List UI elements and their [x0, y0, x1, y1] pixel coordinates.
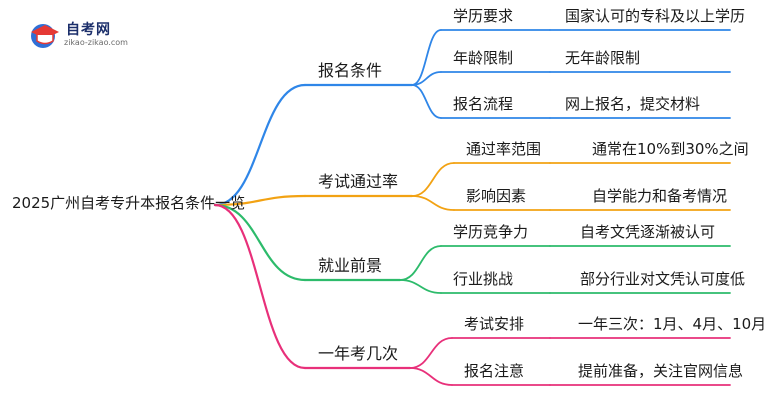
item-value-1-2: 无年龄限制 — [565, 49, 641, 67]
item-key-1-1: 学历要求 — [453, 7, 514, 25]
item-key-4-2: 报名注意 — [464, 362, 525, 380]
branch-label-1: 报名条件 — [318, 61, 383, 80]
item-key-4-1: 考试安排 — [464, 315, 525, 333]
branch-label-4: 一年考几次 — [318, 344, 399, 363]
item-key-3-2: 行业挑战 — [453, 270, 514, 288]
branch-label-2: 考试通过率 — [318, 172, 399, 191]
item-value-3-1: 自考文凭逐渐被认可 — [580, 223, 716, 241]
logo-name: 自考网 — [66, 22, 111, 38]
item-value-2-2: 自学能力和备考情况 — [592, 187, 728, 205]
edge-branch-4-item-2 — [409, 367, 453, 386]
item-key-1-2: 年龄限制 — [453, 49, 514, 67]
item-value-1-3: 网上报名，提交材料 — [565, 95, 701, 113]
item-key-3-1: 学历竞争力 — [453, 223, 529, 241]
edge-branch-3-item-1 — [399, 245, 442, 281]
edge-root-branch-2 — [213, 194, 307, 207]
logo: 自考网 zikao-zikao.com — [28, 18, 140, 52]
edge-branch-1-item-2 — [411, 71, 442, 86]
edge-root-branch-4 — [213, 203, 307, 370]
edge-branch-2-item-1 — [411, 162, 455, 197]
mind-map-edges — [213, 29, 731, 386]
logo-url: zikao-zikao.com — [64, 38, 128, 47]
item-key-1-3: 报名流程 — [453, 95, 514, 113]
item-value-3-2: 部分行业对文凭认可度低 — [580, 270, 746, 288]
edge-root-branch-1 — [213, 83, 307, 207]
mind-map: 2025广州自考专升本报名条件一览 报名条件 学历要求 国家认可的专科及以上学历年龄… — [12, 7, 766, 386]
edge-branch-3-item-2 — [399, 279, 442, 294]
edge-branch-4-item-1 — [409, 337, 453, 369]
item-value-4-2: 提前准备，关注官网信息 — [578, 362, 744, 380]
item-value-2-1: 通常在10%到30%之间 — [592, 140, 749, 158]
root-topic: 2025广州自考专升本报名条件一览 — [12, 194, 246, 212]
graduation-cap-icon — [31, 24, 59, 48]
edge-branch-1-item-3 — [411, 84, 442, 119]
edge-root-branch-3 — [213, 203, 307, 282]
edge-branch-1-item-1 — [411, 29, 442, 86]
item-value-1-1: 国家认可的专科及以上学历 — [565, 7, 746, 25]
branch-label-3: 就业前景 — [318, 256, 383, 275]
edge-branch-2-item-2 — [411, 195, 455, 211]
item-value-4-1: 一年三次：1月、4月、10月 — [578, 315, 766, 333]
item-key-2-1: 通过率范围 — [466, 140, 542, 158]
item-key-2-2: 影响因素 — [466, 187, 527, 205]
